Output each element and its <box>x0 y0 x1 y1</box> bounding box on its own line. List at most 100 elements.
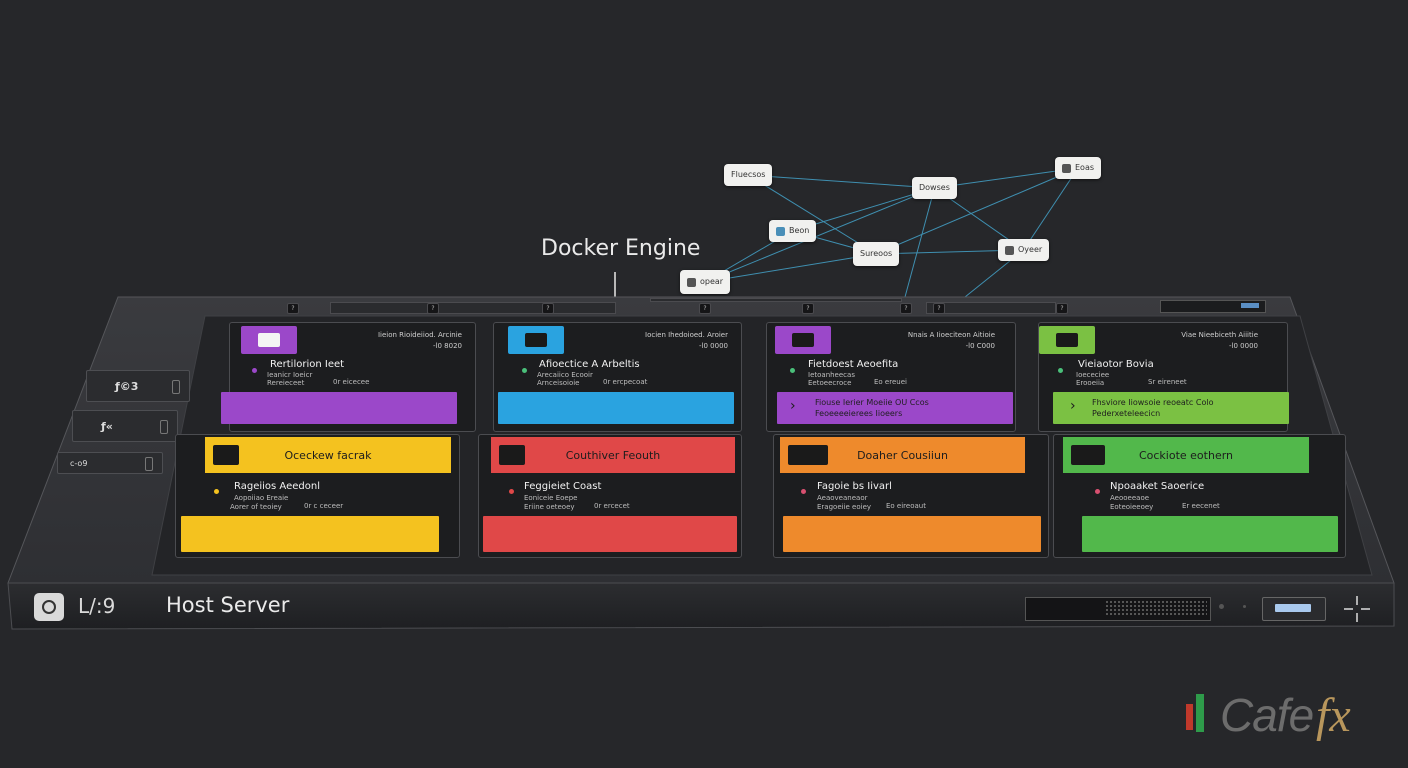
status-dot <box>801 489 806 494</box>
side-button-1[interactable]: ƒ©3 <box>86 370 190 402</box>
terminal-icon <box>1062 163 1071 173</box>
card-sub: Arecaiico Ecooir <box>537 371 593 379</box>
slot-indicator[interactable]: ? <box>933 303 945 314</box>
card-color-bar <box>777 392 1013 424</box>
card-sub: Eoniceie Eoepe <box>524 494 578 502</box>
host-code: L/:9 <box>78 594 116 618</box>
net-node-opear[interactable]: opear <box>680 270 731 294</box>
card-sub: Eo eireoaut <box>886 502 926 510</box>
document-icon <box>241 326 297 354</box>
network-edge <box>934 167 1079 189</box>
card-sub: Ioececiee <box>1076 371 1110 379</box>
card-meta: -l0 C000 <box>965 342 995 350</box>
side-button-3[interactable]: c-o9 <box>57 452 163 474</box>
status-dot <box>1095 489 1100 494</box>
card-bar-text: Feoeeeeierees Iioeers <box>815 409 903 418</box>
docker-engine-label: Docker Engine <box>541 236 701 261</box>
card-color-bar <box>483 516 737 552</box>
net-node-oyeer[interactable]: Oyeer <box>998 239 1050 261</box>
card-sub: 0r ercecet <box>594 502 630 510</box>
card-color-bar <box>221 392 457 424</box>
card-title: Feggieiet Coast <box>524 481 602 492</box>
card-sub: Aeaoveaneaor <box>817 494 868 502</box>
net-node-dowses[interactable]: Dowses <box>912 177 957 199</box>
phone-icon <box>213 445 239 465</box>
card-header-text: Cockiote eothern <box>1138 448 1234 462</box>
net-node-eoas[interactable]: Eoas <box>1055 157 1102 179</box>
slot-indicator[interactable]: ? <box>542 303 554 314</box>
card-meta: Iieion Rioideiiod. Arcinie <box>377 331 462 339</box>
card-header: Oceckew facrak <box>205 437 451 473</box>
net-node-label: Sureoos <box>860 249 893 258</box>
card-meta: -l0 0000 <box>699 342 728 350</box>
card-title: Rageiios Aeedonl <box>234 481 320 492</box>
card-sub: 0r c ceceer <box>304 502 344 510</box>
watermark-text: Cafe <box>1220 689 1314 741</box>
card-sub: Sr eireneet <box>1148 378 1187 386</box>
network-edge <box>704 187 935 283</box>
card-header-text: Doaher Cousiiun <box>857 448 948 462</box>
slot-bar <box>926 302 1056 314</box>
card-sub: Arnceisoioie <box>537 379 580 387</box>
card-color-bar <box>181 516 439 552</box>
net-node-fluecsos[interactable]: Fluecsos <box>724 164 773 186</box>
card-title: Rertilorion Ieet <box>270 359 345 370</box>
slot-bar <box>330 302 616 314</box>
network-edge <box>904 187 935 298</box>
front-display <box>1262 597 1326 621</box>
host-server-label: Host Server <box>166 593 290 617</box>
card-header-text: Couthiver Feouth <box>565 448 661 462</box>
card-sub: Ietoanheecas <box>808 371 855 379</box>
card-bar-text: Fhsviore Iiowsoie reoeatc Colo <box>1092 398 1214 407</box>
card-bar-text: Fiouse Ierier Moeiie OU Ccos <box>815 398 929 407</box>
slot-indicator[interactable]: ? <box>802 303 814 314</box>
net-node-sureoos[interactable]: Sureoos <box>853 242 900 266</box>
slot-indicator[interactable]: ? <box>427 303 439 314</box>
card-sub: Eriine oeteoey <box>524 503 575 511</box>
slot-bar <box>650 298 902 302</box>
card-sub: Aopoiiao Ereaie <box>234 494 289 502</box>
status-dot <box>214 489 219 494</box>
slot-indicator[interactable]: ? <box>287 303 299 314</box>
net-node-beon[interactable]: Beon <box>769 220 817 242</box>
led-indicator <box>1219 604 1224 609</box>
status-dot <box>790 368 795 373</box>
card-sub: 0r eicecee <box>333 378 370 386</box>
net-node-label: Fluecsos <box>731 170 766 179</box>
card-sub: Erooeiia <box>1076 379 1105 387</box>
side-button-label: ƒ« <box>101 419 113 433</box>
net-node-label: Beon <box>789 226 810 235</box>
slot-indicator[interactable]: ? <box>1056 303 1068 314</box>
led-indicator <box>1243 605 1246 608</box>
camera-icon <box>34 593 64 621</box>
cloud-icon <box>1071 445 1105 465</box>
crosshair-icon[interactable] <box>1344 596 1370 622</box>
gears-icon <box>775 326 831 354</box>
status-dot <box>509 489 514 494</box>
chevron-right-icon: › <box>1070 398 1076 414</box>
network-edge <box>704 253 877 283</box>
card-title: Fagoie bs Iivarl <box>817 481 892 492</box>
card-meta: Iocien Ihedoioed. Aroier <box>645 331 728 339</box>
cube-icon <box>687 277 696 287</box>
network-edge <box>747 174 877 255</box>
card-header: Couthiver Feouth <box>491 437 735 473</box>
box-icon <box>776 226 785 236</box>
slot-indicator[interactable]: ? <box>900 303 912 314</box>
slot-indicator[interactable]: ? <box>699 303 711 314</box>
toggle-nub <box>160 420 168 434</box>
status-dot <box>1058 368 1063 373</box>
gears-icon <box>788 445 828 465</box>
status-dot <box>252 368 257 373</box>
side-button-label: c-o9 <box>70 458 88 468</box>
status-panel <box>1160 300 1266 313</box>
card-sub: Rereieceet <box>267 379 305 387</box>
card-title: Npoaaket Saoerice <box>1110 481 1205 492</box>
card-sub: Aeooeeaoe <box>1110 494 1150 502</box>
card-meta: -l0 8020 <box>433 342 462 350</box>
card-color-bar <box>1082 516 1338 552</box>
side-button-2[interactable]: ƒ« <box>72 410 178 442</box>
card-meta: Viae Nieebiceth Aiiitie <box>1181 331 1258 339</box>
net-node-label: Oyeer <box>1018 245 1043 254</box>
watermark-accent: fx <box>1316 689 1351 742</box>
